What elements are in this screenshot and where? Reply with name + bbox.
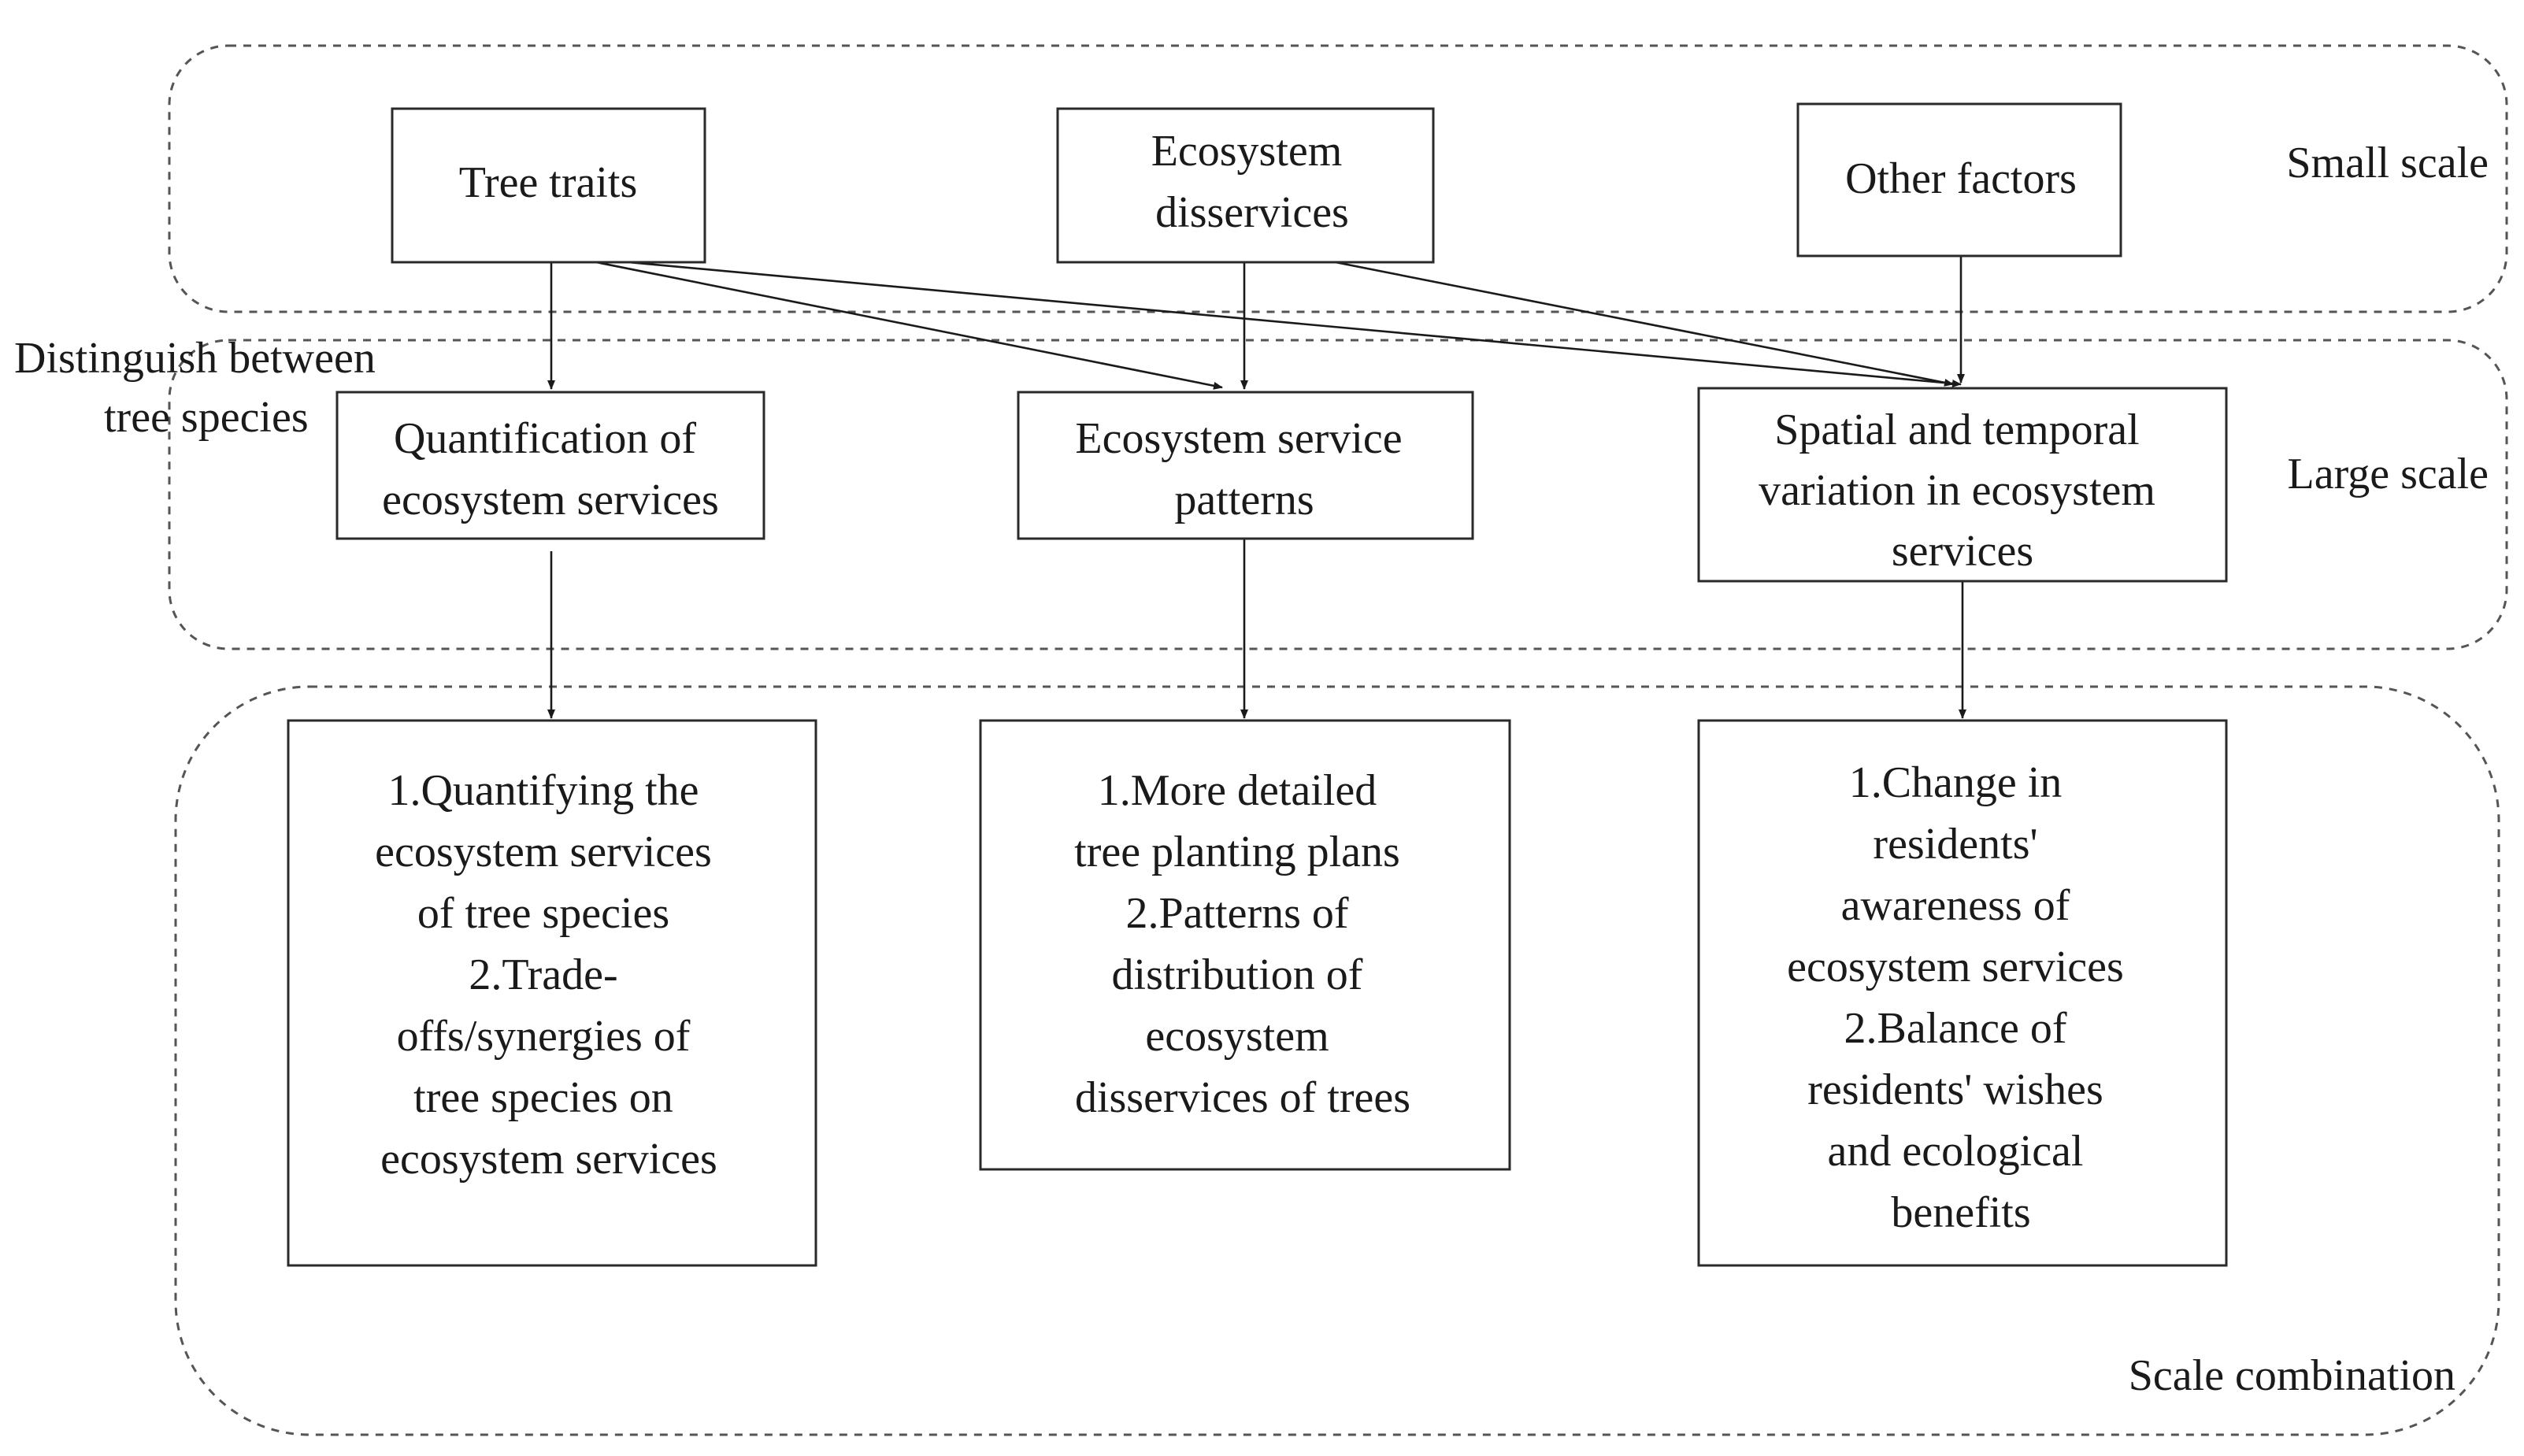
svg-text:Ecosystem service patter: Ecosystem service patterns <box>1075 414 1413 524</box>
node-text-line: Other factors <box>1845 154 2077 203</box>
svg-text:1.Change in residents': 1.Change in residents' awareness of ecos… <box>1787 758 2135 1237</box>
node-outcome-patterns: 1.More detailed tree planting plans 2.Pa… <box>979 719 1511 1171</box>
node-text-line: patterns <box>1174 476 1314 524</box>
node-text-line: ecosystem <box>1145 1012 1329 1061</box>
node-other-factors: Other factors <box>1796 102 2122 257</box>
node-text-line: 2.Patterns of <box>1125 889 1348 938</box>
node-text-line: Spatial and temporal <box>1774 406 2139 454</box>
node-text-line: 1.Quantifying the <box>387 766 699 815</box>
node-outcome-spatial: 1.Change in residents' awareness of ecos… <box>1697 719 2228 1267</box>
node-text-line: ecosystem services <box>1787 943 2124 991</box>
large-scale-region <box>168 339 2508 650</box>
svg-text:1.More detailed tree pla: 1.More detailed tree planting plans 2.Pa… <box>1074 766 1411 1122</box>
large-scale-label: Large scale <box>2288 450 2489 498</box>
node-outcome-quantification: 1.Quantifying the ecosystem services of … <box>287 719 817 1267</box>
node-text-line: ecosystem services <box>375 828 712 876</box>
node-text-line: and ecological <box>1828 1127 2084 1176</box>
node-text-line: Ecosystem <box>1151 127 1343 176</box>
small-scale-label: Small scale <box>2286 139 2489 187</box>
node-text-line: distribution of <box>1112 950 1363 999</box>
node-text-line: 1.Change in <box>1849 758 2063 807</box>
svg-text:Spatial and temporal var: Spatial and temporal variation in ecosys… <box>1759 406 2166 576</box>
node-text-line: Ecosystem service <box>1075 414 1402 463</box>
node-text-line: variation in ecosystem <box>1759 466 2155 515</box>
node-quantification: Quantification of ecosystem services <box>335 391 765 540</box>
node-spatial-temporal: Spatial and temporal variation in ecosys… <box>1697 387 2228 583</box>
node-text-line: residents' wishes <box>1807 1065 2103 1114</box>
edge-disservices-to-spatial <box>1291 252 1954 387</box>
small-scale-region <box>168 44 2508 313</box>
node-text-line: disservices of trees <box>1075 1073 1410 1122</box>
node-text-line: of tree species <box>417 889 669 938</box>
svg-text:1.Quantifying the ecosys: 1.Quantifying the ecosystem services of … <box>375 766 723 1184</box>
node-text-line: benefits <box>1891 1188 2030 1237</box>
node-text-line: tree planting plans <box>1074 828 1400 876</box>
node-text-line: 1.More detailed <box>1098 766 1377 815</box>
node-text-line: residents' <box>1873 820 2037 869</box>
svg-text:Other factors: Other factors <box>1845 154 2077 203</box>
node-text-line: awareness of <box>1841 881 2070 930</box>
svg-text:Ecosystem disservices: Ecosystem disservices <box>1151 127 1354 237</box>
node-text-line: ecosystem services <box>380 1135 717 1184</box>
node-text-line: 2.Trade- <box>469 950 617 999</box>
node-text-line: offs/synergies of <box>397 1012 691 1061</box>
node-ecosystem-service-patterns: Ecosystem service patterns <box>1017 391 1474 540</box>
distinguish-annotation-line1: Distinguish between <box>14 334 376 383</box>
node-tree-traits: Tree traits <box>391 107 706 264</box>
scale-combination-label: Scale combination <box>2129 1351 2455 1400</box>
edge-tree-traits-to-patterns <box>568 255 1223 390</box>
distinguish-annotation-line2: tree species <box>104 393 309 442</box>
node-text-line: Quantification of <box>394 414 696 463</box>
node-text-line: disservices <box>1155 188 1349 237</box>
svg-text:Quantification of ecosys: Quantification of ecosystem services <box>382 414 719 524</box>
scale-combination-region <box>174 685 2500 1436</box>
node-text-line: tree species on <box>413 1073 673 1122</box>
svg-text:Tree traits: Tree traits <box>459 158 638 207</box>
node-text-line: services <box>1892 527 2033 576</box>
node-text-line: 2.Balance of <box>1844 1004 2067 1053</box>
node-ecosystem-disservices: Ecosystem disservices <box>1056 107 1435 264</box>
edge-tree-traits-to-spatial <box>568 255 1962 387</box>
node-text-line: ecosystem services <box>382 476 719 524</box>
node-text-line: Tree traits <box>459 158 638 207</box>
